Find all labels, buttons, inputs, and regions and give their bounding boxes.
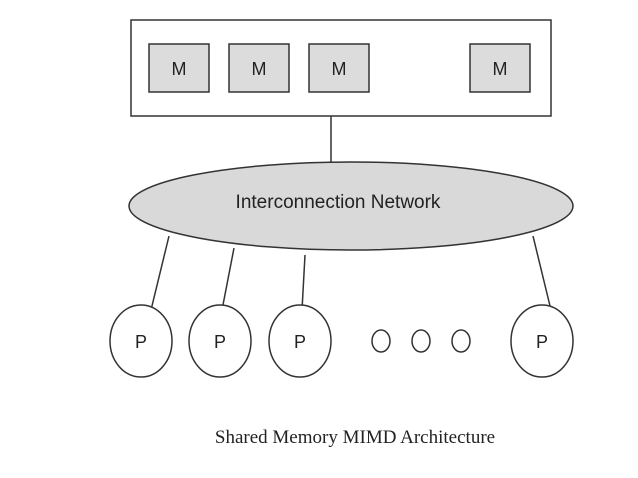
ellipsis-dots (371, 329, 471, 353)
processor-label: P (536, 332, 548, 352)
network-label: Interconnection Network (236, 192, 441, 213)
interconnection-network (128, 161, 574, 251)
processor-node: P (268, 304, 332, 378)
memory-module-label: M (493, 59, 508, 79)
processor-label: P (294, 332, 306, 352)
processor-label: P (135, 332, 147, 352)
processor-node: P (109, 304, 173, 378)
memory-module: M (308, 43, 370, 93)
processor-link (150, 235, 170, 311)
memory-module: M (148, 43, 210, 93)
memory-module: M (469, 43, 531, 93)
diagram-caption: Shared Memory MIMD Architecture (215, 427, 495, 448)
memory-module-label: M (172, 59, 187, 79)
processor-link (221, 247, 235, 311)
processor-label: P (214, 332, 226, 352)
processor-link (301, 254, 306, 311)
processor-node: P (188, 304, 252, 378)
memory-module: M (228, 43, 290, 93)
memory-module-label: M (332, 59, 347, 79)
processor-link (532, 235, 552, 311)
processor-node: P (510, 304, 574, 378)
memory-module-label: M (252, 59, 267, 79)
